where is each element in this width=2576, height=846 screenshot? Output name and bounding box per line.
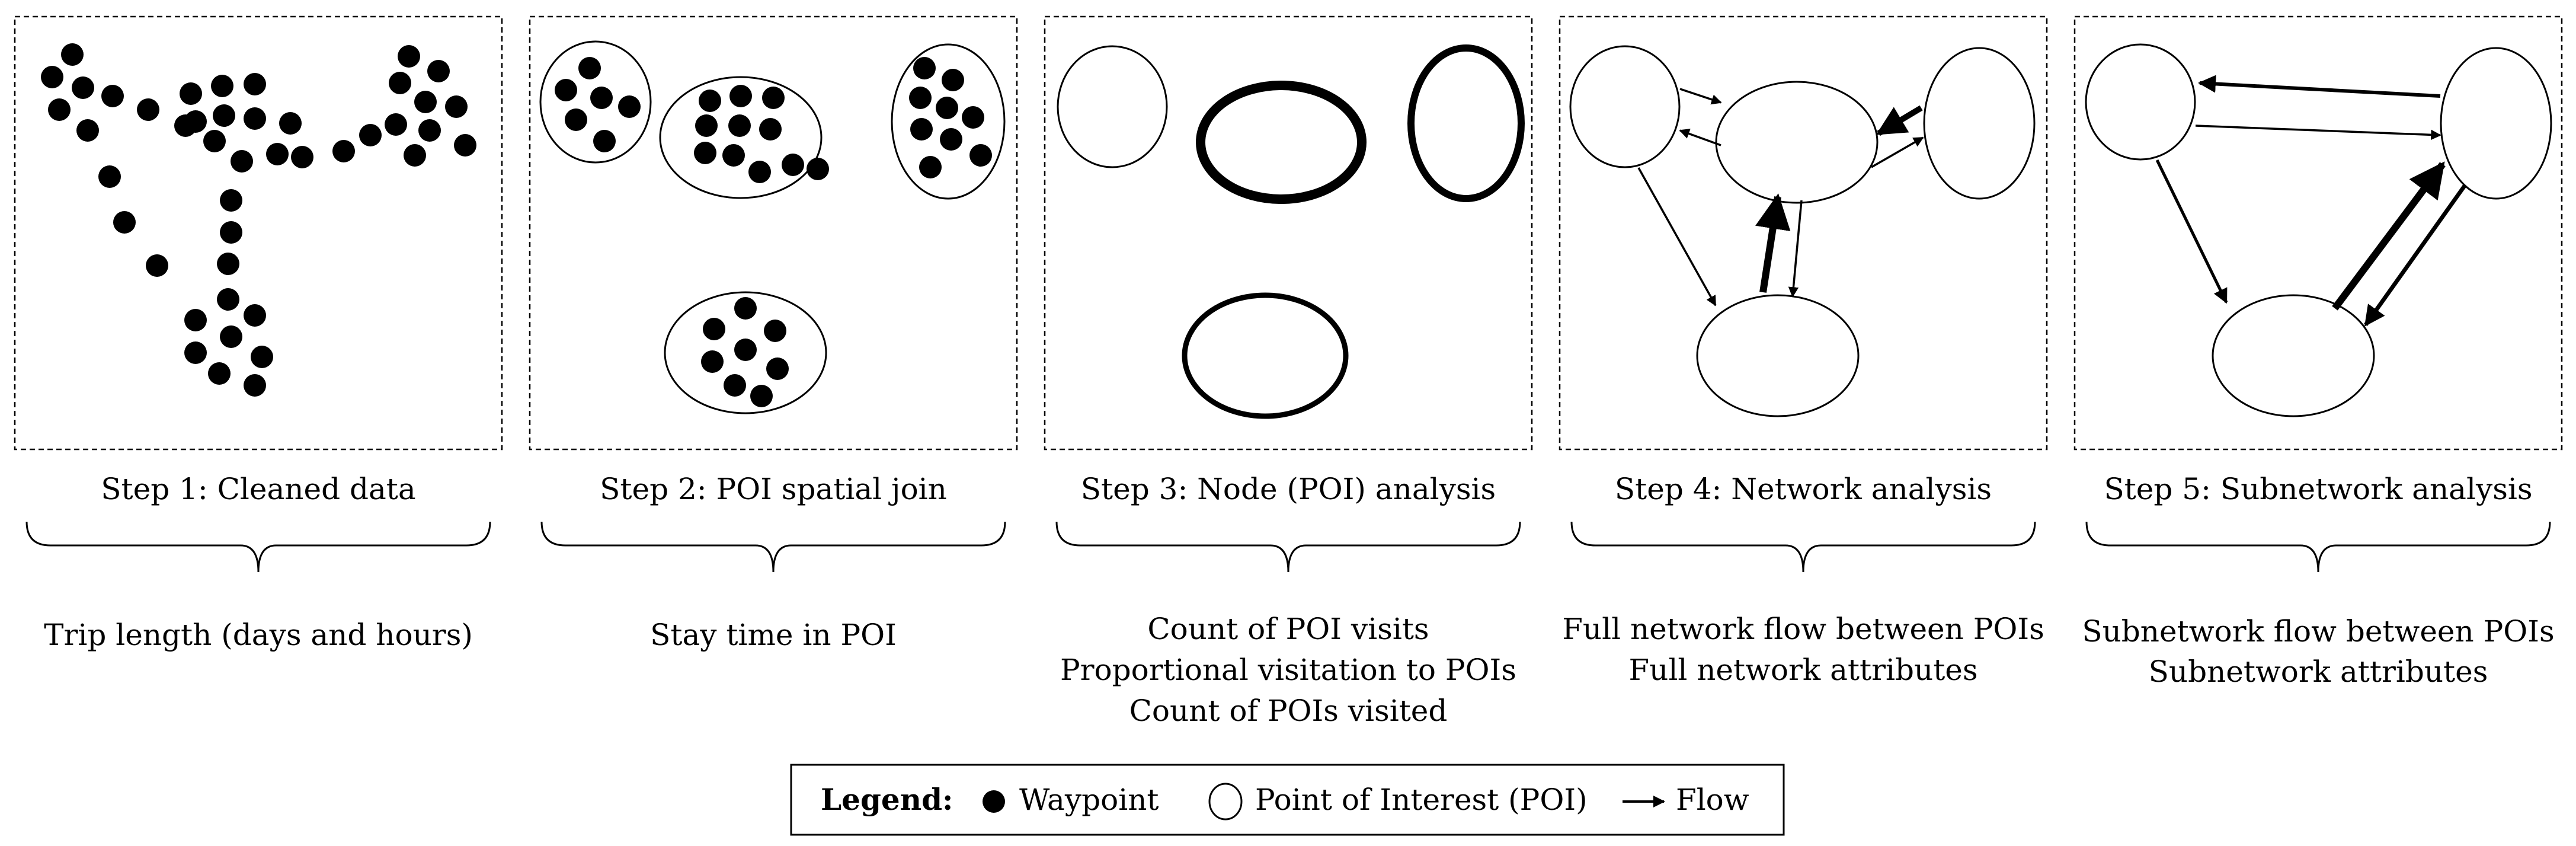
legend-flow-label: Flow — [1676, 783, 1749, 817]
legend: Legend: Waypoint Point of Interest (POI)… — [790, 764, 1785, 836]
step3-metric-2: Proportional visitation to POIs — [1060, 653, 1516, 687]
step1-brace — [25, 521, 491, 573]
legend-waypoint-label: Waypoint — [1019, 783, 1159, 817]
step5-brace — [2085, 521, 2551, 573]
step5-label: Step 5: Subnetwork analysis — [2104, 472, 2532, 506]
legend-title: Legend: — [821, 782, 953, 817]
step4-metric-1: Full network flow between POIs — [1562, 612, 2044, 646]
step4-metric-2: Full network attributes — [1628, 653, 1977, 687]
step3-brace — [1055, 521, 1521, 573]
poi-circle-icon — [1208, 783, 1243, 821]
step5-panel — [2073, 15, 2563, 451]
step3-panel — [1044, 15, 1533, 451]
step3-label: Step 3: Node (POI) analysis — [1081, 472, 1496, 506]
step3-metric-1: Count of POI visits — [1147, 612, 1429, 646]
legend-box — [790, 764, 1785, 836]
step5-metric-2: Subnetwork attributes — [2149, 655, 2488, 689]
step4-network — [1569, 45, 2036, 417]
step1-waypoints — [41, 43, 476, 397]
step2-brace — [540, 521, 1006, 573]
waypoint-dot-icon — [983, 790, 1005, 813]
step2-label: Step 2: POI spatial join — [600, 472, 947, 506]
step5-metric-1: Subnetwork flow between POIs — [2082, 614, 2554, 649]
step1-panel — [14, 15, 503, 451]
step4-panel — [1559, 15, 2048, 451]
step3-poi-nodes — [1057, 44, 1525, 419]
step2-metric: Stay time in POI — [650, 618, 897, 652]
step1-metric: Trip length (days and hours) — [44, 618, 473, 652]
brace-group — [25, 521, 2551, 573]
step3-metric-3: Count of POIs visited — [1129, 694, 1448, 728]
step4-brace — [1570, 521, 2036, 573]
step4-label: Step 4: Network analysis — [1615, 472, 1992, 506]
legend-poi-label: Point of Interest (POI) — [1255, 783, 1588, 817]
step5-subnetwork — [2085, 43, 2552, 417]
step2-panel — [529, 15, 1018, 451]
step1-label: Step 1: Cleaned data — [101, 472, 415, 506]
step2-poi-clusters — [539, 40, 1006, 414]
